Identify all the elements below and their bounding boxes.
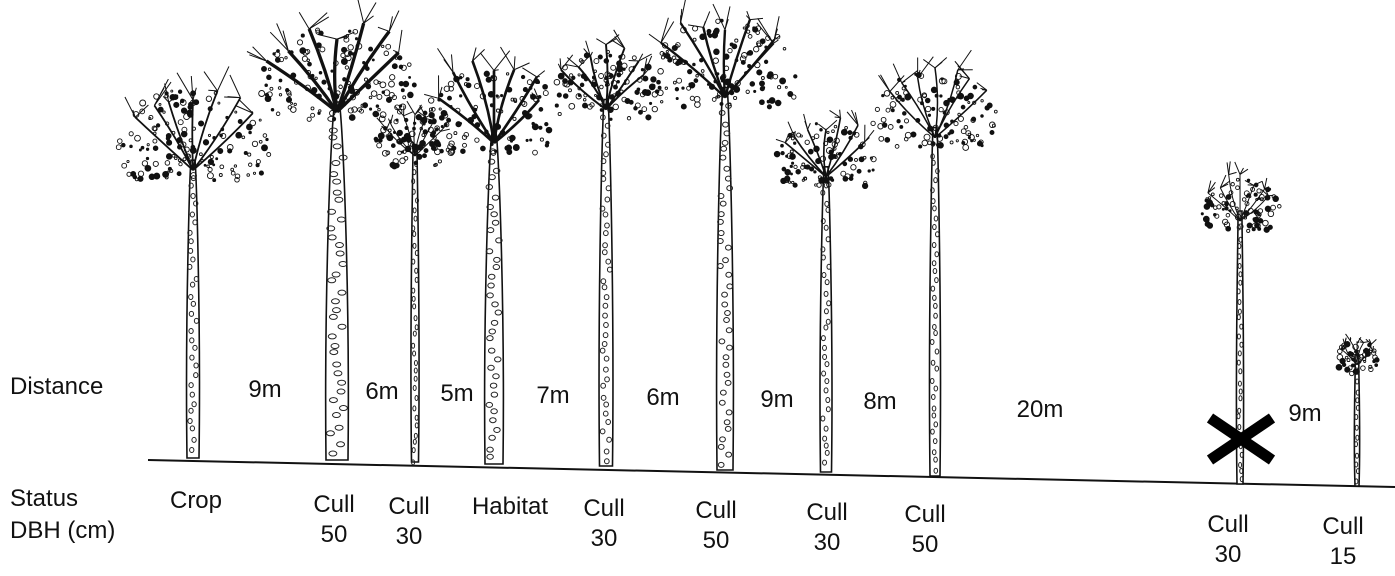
tree-caption: Cull 30 xyxy=(583,494,624,554)
tree-dbh: 30 xyxy=(1207,540,1248,570)
tree-status: Cull xyxy=(904,500,945,530)
tree-status: Cull xyxy=(1322,512,1363,542)
tree-status: Crop xyxy=(170,486,222,516)
distance-label: 6m xyxy=(646,384,679,412)
tree-3 xyxy=(374,101,456,465)
distance-row-label: Distance xyxy=(10,372,103,402)
tree-dbh: 30 xyxy=(583,524,624,554)
distance-label: 8m xyxy=(863,388,896,416)
tree-caption-crop: Crop xyxy=(170,486,222,516)
distance-label: 20m xyxy=(1017,396,1064,424)
tree-caption: Cull 50 xyxy=(313,490,354,550)
distance-label: 5m xyxy=(440,380,473,408)
tree-branches xyxy=(247,0,402,112)
tree-status: Cull xyxy=(388,492,429,522)
tree-caption: Cull 50 xyxy=(695,496,736,556)
tree-caption: Cull 30 xyxy=(1207,510,1248,570)
tree-status: Cull xyxy=(583,494,624,524)
tree-status: Cull xyxy=(1207,510,1248,540)
tree-caption: Cull 15 xyxy=(1322,512,1363,572)
tree-dbh: 50 xyxy=(313,520,354,550)
tree-dbh: 50 xyxy=(695,526,736,556)
tree-status: Cull xyxy=(313,490,354,520)
distance-label: 9m xyxy=(1288,400,1321,428)
tree-trunk xyxy=(929,128,940,476)
tree-branches xyxy=(1208,161,1273,221)
distance-label: 9m xyxy=(760,386,793,414)
tree-branches xyxy=(558,30,651,110)
tree-status: Cull xyxy=(695,496,736,526)
tree-dbh: 30 xyxy=(806,528,847,558)
tree-7 xyxy=(774,110,876,472)
tree-status: Habitat xyxy=(472,492,548,522)
tree-caption: Cull 30 xyxy=(388,492,429,552)
tree-dbh: 50 xyxy=(904,530,945,560)
status-row-label: Status xyxy=(10,484,78,514)
tree-5 xyxy=(554,30,661,466)
distance-label: 6m xyxy=(365,378,398,406)
tree-caption: Cull 30 xyxy=(806,498,847,558)
tree-status: Cull xyxy=(806,498,847,528)
distance-label: 9m xyxy=(248,376,281,404)
tree-caption: Cull 50 xyxy=(904,500,945,560)
distance-label: 7m xyxy=(536,382,569,410)
tree-caption-habitat: Habitat xyxy=(472,492,548,522)
tree-foliage xyxy=(423,71,558,156)
tree-dbh: 30 xyxy=(388,522,429,552)
ground-line xyxy=(148,460,1395,487)
tree-foliage xyxy=(1201,178,1281,232)
tree-foliage xyxy=(554,50,661,120)
dbh-row-label: DBH (cm) xyxy=(10,516,115,546)
tree-dbh: 15 xyxy=(1322,542,1363,572)
tree-10 xyxy=(1336,334,1379,486)
tree-trunk xyxy=(485,133,504,464)
